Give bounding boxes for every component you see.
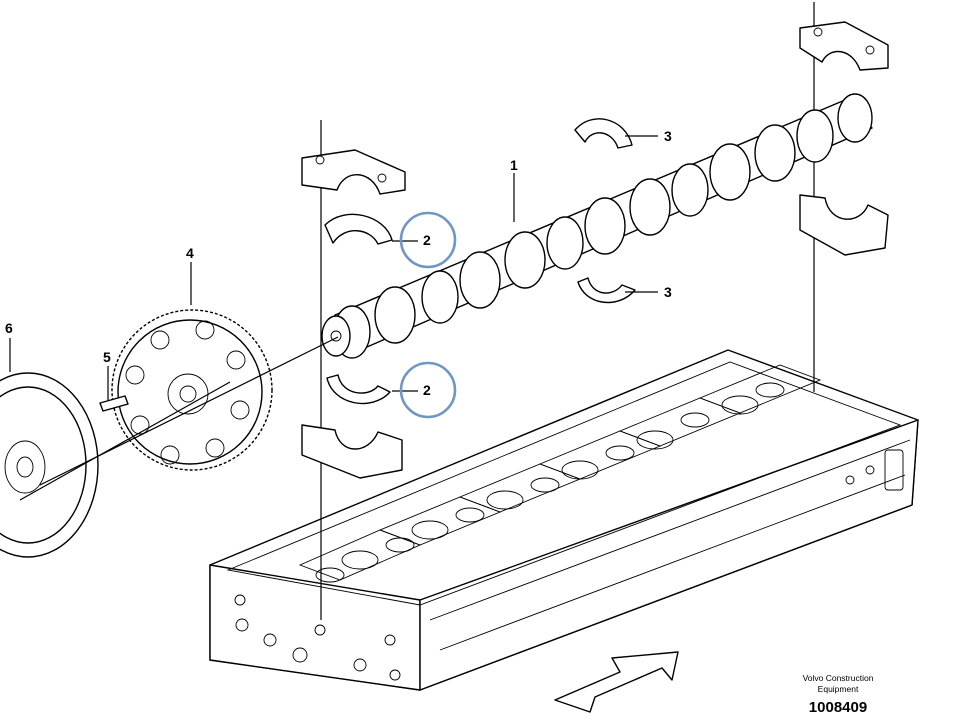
dowel-pin (99, 395, 129, 412)
bearing-cap-right-lower (799, 194, 889, 256)
bearing-shell-right-upper (574, 118, 633, 149)
highlight-ring-lower (399, 361, 457, 419)
bearing-cap-right-upper (799, 21, 889, 71)
camshaft-gear (111, 309, 273, 471)
callout-4: 4 (186, 245, 194, 261)
callout-1: 1 (510, 157, 518, 173)
brand-line-2: Equipment (818, 684, 859, 694)
callout-2-lower: 2 (423, 382, 431, 398)
hub (0, 372, 99, 558)
callout-6: 6 (5, 320, 13, 336)
brand-line-1: Volvo Construction (803, 673, 874, 683)
direction-arrow (554, 651, 679, 713)
bearing-shell-left-upper (324, 213, 393, 245)
callout-2-upper: 2 (423, 232, 431, 248)
highlight-ring-upper (399, 211, 457, 269)
document-number: 1008409 (809, 699, 867, 716)
bearing-cap-left-upper (301, 149, 406, 195)
callout-3-lower: 3 (664, 284, 672, 300)
callout-5: 5 (103, 349, 111, 365)
camshaft (321, 93, 873, 359)
cylinder-head (209, 349, 919, 691)
bearing-shell-right-lower (577, 277, 636, 304)
bearing-shell-left-lower (326, 374, 391, 405)
callout-3-upper: 3 (664, 128, 672, 144)
bearing-cap-left-lower (301, 424, 403, 479)
